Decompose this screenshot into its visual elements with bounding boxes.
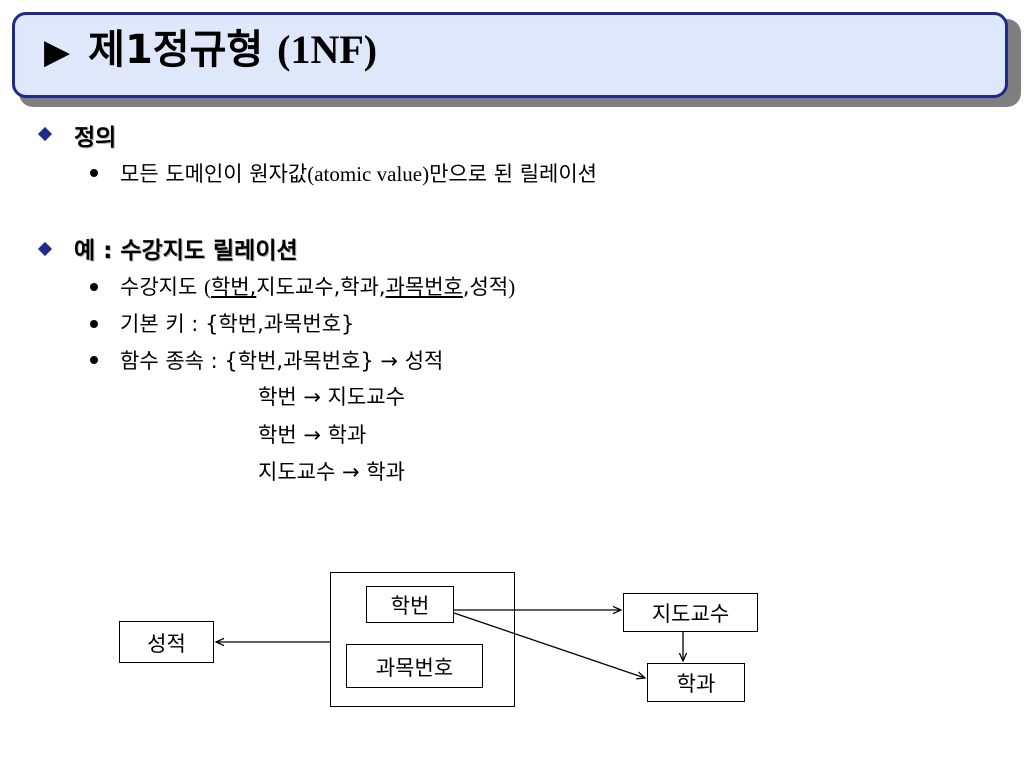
definition-text-english: (atomic value) bbox=[307, 162, 430, 186]
dept-label: 학과 bbox=[676, 672, 716, 696]
bullet-dot-icon bbox=[90, 169, 98, 177]
play-arrow-icon: ▶ bbox=[44, 32, 71, 72]
grade-box bbox=[119, 621, 214, 663]
fd-rhs: 성적 bbox=[404, 349, 444, 373]
bullet-dot-icon bbox=[90, 320, 98, 328]
definition-text-part1: 모든 도메인이 원자값 bbox=[120, 162, 308, 186]
fd-line-2: 학번 → 지도교수 bbox=[258, 381, 405, 411]
course-no-label: 과목번호 bbox=[375, 656, 454, 680]
relation-close-paren: ) bbox=[508, 275, 516, 299]
student-id-box bbox=[366, 586, 454, 623]
example-heading: 예 : 수강지도 릴레이션 bbox=[74, 238, 298, 264]
right-arrow-icon: → bbox=[303, 423, 321, 447]
fd-lhs: 지도교수 bbox=[258, 460, 336, 484]
relation-attr-grade: ,성적 bbox=[462, 275, 509, 299]
grade-label: 성적 bbox=[147, 632, 186, 656]
fd-rhs: 지도교수 bbox=[327, 385, 405, 409]
primary-key-line: 기본 키 : {학번,과목번호} bbox=[120, 308, 354, 338]
fd-lhs: 학번 bbox=[258, 385, 297, 409]
relation-open-paren: ( bbox=[203, 275, 211, 299]
fd-line-4: 지도교수 → 학과 bbox=[258, 456, 405, 486]
dept-box bbox=[647, 663, 745, 702]
relation-attr-course-no: 과목번호 bbox=[385, 275, 463, 299]
title-english: (1NF) bbox=[277, 27, 378, 72]
title-banner bbox=[12, 12, 1008, 98]
right-arrow-icon: → bbox=[303, 385, 321, 409]
advisor-label: 지도교수 bbox=[651, 602, 730, 626]
fd-line-3: 학번 → 학과 bbox=[258, 419, 366, 449]
fd-rhs: 학과 bbox=[327, 423, 367, 447]
student-id-label: 학번 bbox=[390, 594, 430, 618]
fd-label: 함수 종속 : bbox=[120, 349, 225, 373]
fd-rhs: 학과 bbox=[366, 460, 405, 484]
right-arrow-icon: → bbox=[380, 349, 399, 373]
fd-line-1: 함수 종속 : {학번,과목번호} → 성적 bbox=[120, 345, 443, 375]
primary-key-label: 기본 키 : bbox=[120, 312, 206, 336]
advisor-box bbox=[623, 593, 758, 632]
fd-lhs: 학번 bbox=[258, 423, 297, 447]
fd-lhs: {학번,과목번호} bbox=[224, 349, 374, 373]
relation-schema: 수강지도 (학번,지도교수,학과,과목번호,성적) bbox=[120, 271, 515, 301]
definition-text-part2: 만으로 된 릴레이션 bbox=[429, 162, 598, 186]
title-korean: 제1정규형 bbox=[88, 27, 264, 73]
course-no-box bbox=[346, 644, 483, 688]
slide-title: ▶ 제1정규형 (1NF) bbox=[44, 20, 377, 80]
right-arrow-icon: → bbox=[341, 460, 360, 484]
relation-attr-student-id: 학번, bbox=[210, 275, 257, 299]
arrow-student-to-dept bbox=[453, 612, 645, 678]
bullet-dot-icon bbox=[90, 283, 98, 291]
relation-name: 수강지도 bbox=[120, 275, 204, 299]
bullet-dot-icon bbox=[90, 356, 98, 364]
relation-attrs: 지도교수,학과, bbox=[256, 275, 386, 299]
primary-key-value: {학번,과목번호} bbox=[205, 312, 355, 336]
definition-text: 모든 도메인이 원자값(atomic value)만으로 된 릴레이션 bbox=[120, 158, 597, 188]
definition-heading: 정의 bbox=[74, 125, 117, 151]
